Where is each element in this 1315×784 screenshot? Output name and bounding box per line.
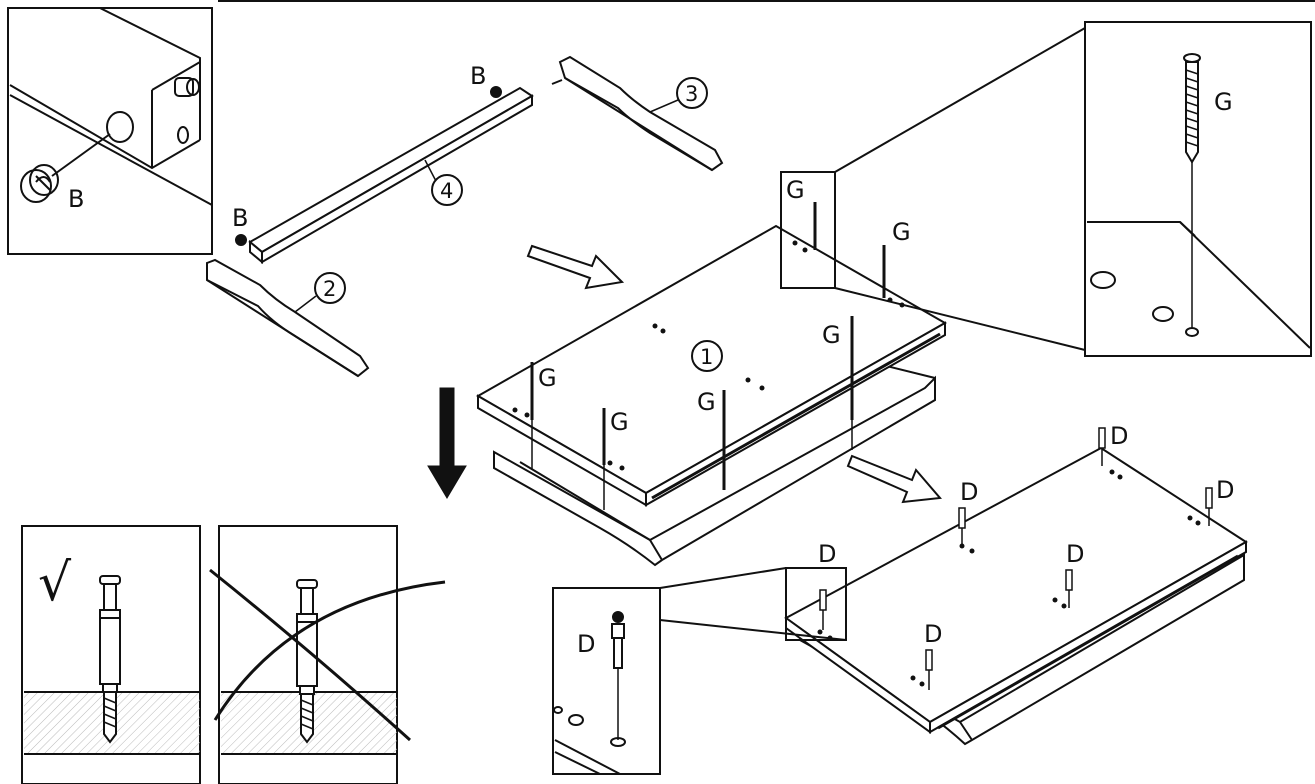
fitting-incorrect-icon: [296, 579, 318, 744]
label-d-inset: D: [577, 630, 595, 658]
label-d-1: D: [1110, 422, 1128, 450]
label-g-callout: G: [786, 176, 805, 204]
part-2-side-rail: 2: [206, 258, 370, 378]
label-b-rail-top: B: [470, 62, 486, 90]
label-g-1: G: [538, 364, 557, 392]
label-g-inset: G: [1214, 88, 1233, 116]
g-screw-detail-inset: G: [1084, 21, 1312, 357]
cross-mark-icon: [209, 568, 446, 742]
label-g-2: G: [610, 408, 629, 436]
cam-lock-icon: [20, 164, 59, 203]
correct-installation-panel: √: [21, 525, 201, 784]
fitting-d-icon: [610, 611, 626, 747]
label-g-4: G: [822, 321, 841, 349]
label-d-5: D: [818, 540, 836, 568]
label-d-4: D: [1066, 540, 1084, 568]
incorrect-installation-panel: [209, 525, 446, 784]
label-b-rail-left: B: [232, 204, 248, 232]
hollow-arrow-icon: [526, 244, 625, 290]
part-number-1: 1: [700, 345, 713, 369]
part-number-3: 3: [685, 82, 698, 106]
label-d-2: D: [1216, 476, 1234, 504]
part-3-side-rail: 3: [551, 55, 724, 172]
part-number-2: 2: [323, 277, 336, 301]
bottom-panel-d-fittings: D D D D D D: [659, 422, 1248, 746]
cam-lock-detail-inset: B: [7, 7, 213, 255]
hollow-arrow-icon-2: [846, 454, 942, 504]
check-mark-icon: √: [38, 553, 72, 613]
label-d-3: D: [960, 478, 978, 506]
d-fitting-detail-inset: D: [552, 587, 661, 775]
down-arrow-icon: [427, 387, 467, 499]
part-number-4: 4: [440, 179, 453, 203]
label-d-6: D: [924, 620, 942, 648]
label-g-3: G: [697, 388, 716, 416]
screw-g-icon: [1183, 53, 1201, 337]
fitting-correct-icon: [99, 575, 121, 744]
label-g-5: G: [892, 218, 911, 246]
part-4-rail: 4 B B: [232, 62, 534, 265]
label-b-inset: B: [68, 185, 84, 213]
table-top-panel: 1 G G G G G G: [475, 27, 1086, 567]
